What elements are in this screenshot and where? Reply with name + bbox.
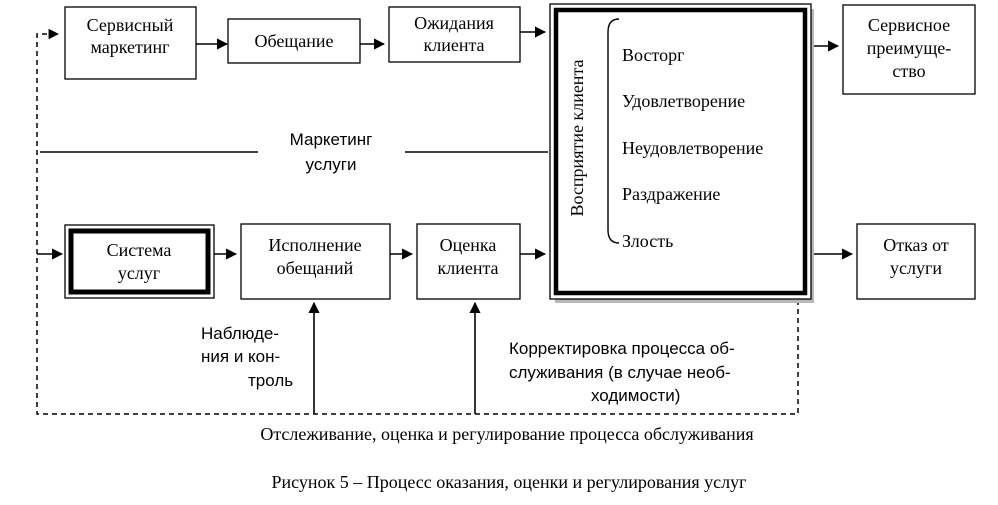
perception-item: Злость (622, 231, 673, 251)
perception-item: Удовлетворение (622, 91, 745, 111)
box-line: преимуще- (867, 38, 952, 58)
box-service-system: Система услуг (64, 224, 215, 299)
box-line: ство (892, 61, 925, 81)
label-line: Наблюде- (201, 324, 279, 343)
box-line: Обещание (254, 31, 333, 51)
box-service-marketing: Сервисный маркетинг (64, 6, 197, 80)
box-line: клиента (437, 258, 498, 278)
perception-item: Раздражение (622, 184, 720, 204)
box-service-refusal: Отказ от услуги (856, 223, 976, 300)
box-service-advantage: Сервисное преимуще- ство (842, 4, 976, 95)
box-line: Отказ от (883, 235, 949, 255)
label-line: Маркетинг (290, 130, 373, 149)
label-line: троль (248, 371, 293, 390)
label-monitoring: Наблюде- ния и кон- троль (201, 324, 293, 390)
box-customer-perception: Восприятие клиента Восторг Удовлетворени… (549, 3, 814, 303)
box-line: Исполнение (268, 235, 361, 255)
box-line: Оценка (440, 235, 497, 255)
figure-caption: Рисунок 5 – Процесс оказания, оценки и р… (271, 472, 746, 492)
box-line: Система (107, 240, 172, 260)
box-line: Сервисное (868, 15, 950, 35)
box-promise-fulfillment: Исполнение обещаний (240, 223, 391, 300)
feedback-arrows (308, 301, 481, 414)
label-line: услуги (306, 155, 357, 174)
label-line: служивания (в случае необ- (509, 363, 731, 382)
box-line: обещаний (277, 258, 354, 278)
box-line: услуг (118, 263, 160, 283)
box-line: услуги (890, 258, 942, 278)
label-line: ходимости) (591, 386, 680, 405)
box-line: Ожидания (414, 13, 494, 33)
label-line: ния и кон- (201, 347, 280, 366)
perception-item: Неудовлетворение (622, 138, 763, 158)
box-line: Сервисный (87, 15, 174, 35)
label-tracking: Отслеживание, оценка и регулирование про… (260, 424, 753, 444)
perception-title: Восприятие клиента (567, 59, 587, 216)
perception-item: Восторг (622, 45, 684, 65)
box-expectations: Ожидания клиента (388, 6, 521, 63)
box-line: клиента (423, 35, 484, 55)
label-line: Корректировка процесса об- (509, 339, 735, 358)
label-service-marketing: Маркетинг услуги (290, 130, 373, 174)
top-row-arrows (196, 26, 840, 52)
label-correction: Корректировка процесса об- служивания (в… (509, 339, 735, 405)
feedback-loop (36, 28, 799, 415)
perception-brace (607, 18, 620, 244)
box-promise: Обещание (227, 18, 361, 64)
box-line: маркетинг (90, 37, 169, 57)
box-client-evaluation: Оценка клиента (416, 223, 521, 300)
